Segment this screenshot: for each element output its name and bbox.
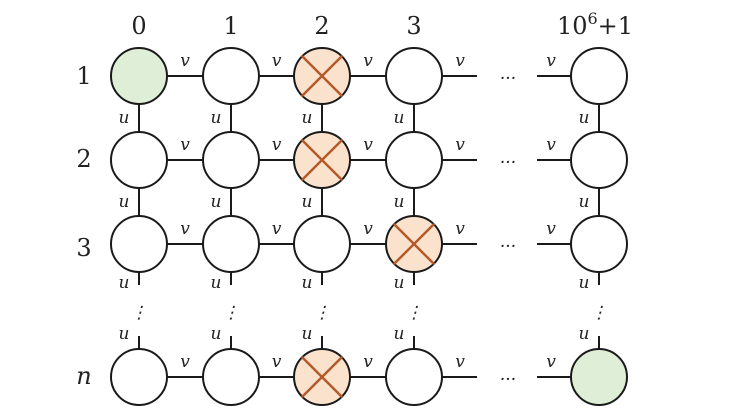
edge-label-v: v <box>272 51 282 71</box>
edge-label-u: u <box>579 273 590 293</box>
edge-label-v: v <box>546 51 556 71</box>
grid-node <box>385 348 443 406</box>
edges-layer <box>138 75 600 378</box>
column-label-last-suffix: +1 <box>598 12 633 40</box>
edge-label-u: u <box>579 324 590 344</box>
edge-label-v: v <box>546 135 556 155</box>
edge-label-u: u <box>394 324 405 344</box>
grid-node <box>570 131 628 189</box>
blocked-cross-icon <box>300 138 344 182</box>
start-node <box>110 47 168 105</box>
nodes-layer <box>110 47 628 406</box>
edge-label-u: u <box>211 108 222 128</box>
goal-node <box>570 348 628 406</box>
grid-node <box>570 215 628 273</box>
grid-node <box>110 348 168 406</box>
edge-label-v: v <box>363 135 373 155</box>
edge-label-u: u <box>579 192 590 212</box>
edge-label-u: u <box>394 273 405 293</box>
horizontal-ellipsis: ··· <box>500 153 516 173</box>
edge-label-v: v <box>363 352 373 372</box>
column-label-last-base: 10 <box>557 12 588 40</box>
edge-label-v: v <box>180 135 190 155</box>
edge-label-u: u <box>211 192 222 212</box>
blocked-cross-icon <box>300 355 344 399</box>
grid-node <box>202 131 260 189</box>
column-label-0: 0 <box>131 12 146 40</box>
edge-label-v: v <box>363 51 373 71</box>
edge-label-v: v <box>455 352 465 372</box>
edge-label-u: u <box>211 273 222 293</box>
edge-label-v: v <box>546 352 556 372</box>
grid-node <box>110 131 168 189</box>
blocked-cross-icon <box>300 54 344 98</box>
edge-label-u: u <box>394 192 405 212</box>
edge-label-u: u <box>302 273 313 293</box>
grid-node <box>202 348 260 406</box>
grid-node <box>385 131 443 189</box>
edge-label-v: v <box>180 219 190 239</box>
grid-node <box>570 47 628 105</box>
row-label-3: 3 <box>76 234 91 262</box>
vertical-ellipsis: ⋮ <box>591 303 608 323</box>
column-label-last-exponent: 6 <box>587 9 597 28</box>
edge-label-u: u <box>302 324 313 344</box>
edge-label-v: v <box>546 219 556 239</box>
horizontal-ellipsis: ··· <box>500 370 516 390</box>
edge-label-v: v <box>455 219 465 239</box>
column-label-3: 3 <box>406 12 421 40</box>
edge-label-v: v <box>455 51 465 71</box>
grid-node <box>385 47 443 105</box>
grid-node <box>110 215 168 273</box>
grid-node <box>293 215 351 273</box>
edge-label-u: u <box>119 192 130 212</box>
edge-label-u: u <box>119 108 130 128</box>
vertical-ellipsis: ⋮ <box>131 303 148 323</box>
column-label-2: 2 <box>314 12 329 40</box>
row-label-1: 1 <box>76 62 91 90</box>
edge-label-v: v <box>180 352 190 372</box>
grid-node <box>202 47 260 105</box>
edge-label-v: v <box>363 219 373 239</box>
vertical-ellipsis: ⋮ <box>223 303 240 323</box>
edge-label-u: u <box>119 324 130 344</box>
row-label-n: n <box>76 362 91 390</box>
edge-label-u: u <box>302 192 313 212</box>
grid-node <box>202 215 260 273</box>
row-label-2: 2 <box>76 145 91 173</box>
edge-label-v: v <box>272 352 282 372</box>
blocked-cross-icon <box>392 222 436 266</box>
vertical-ellipsis: ⋮ <box>406 303 423 323</box>
column-label-1: 1 <box>223 12 238 40</box>
edge-label-u: u <box>394 108 405 128</box>
horizontal-ellipsis: ··· <box>500 237 516 257</box>
edge-label-v: v <box>180 51 190 71</box>
edge-label-u: u <box>119 273 130 293</box>
edge-label-u: u <box>579 108 590 128</box>
vertical-ellipsis: ⋮ <box>314 303 331 323</box>
edge-label-v: v <box>272 135 282 155</box>
column-label-last: 106+1 <box>557 9 633 40</box>
edge-label-u: u <box>211 324 222 344</box>
edge-label-u: u <box>302 108 313 128</box>
edge-label-v: v <box>272 219 282 239</box>
edge-label-v: v <box>455 135 465 155</box>
horizontal-ellipsis: ··· <box>500 69 516 89</box>
